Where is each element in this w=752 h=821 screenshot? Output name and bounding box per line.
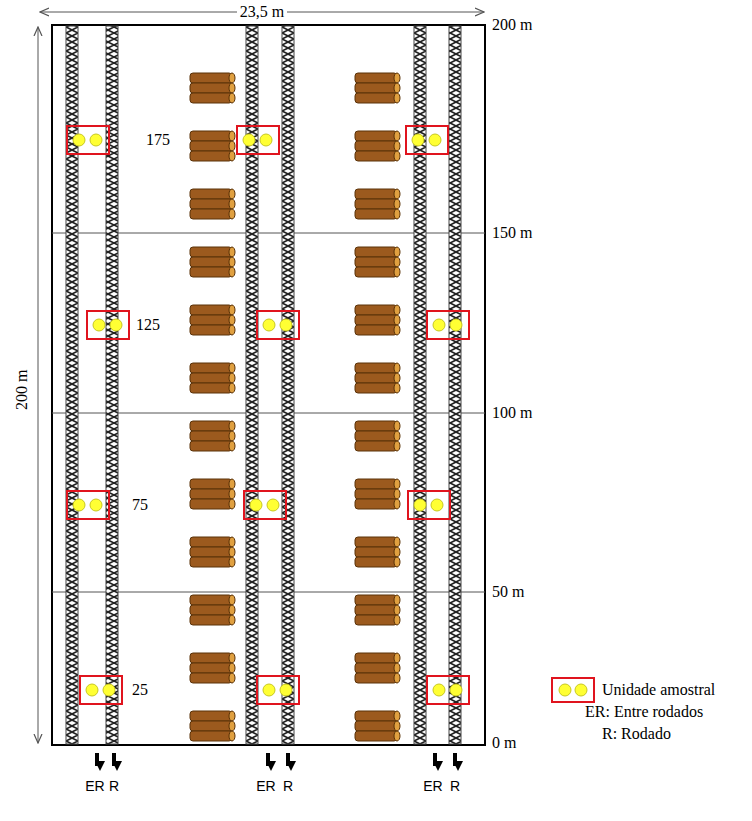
axis-label: 50 m <box>492 583 524 601</box>
log-pile <box>190 73 235 103</box>
log-pile <box>190 363 235 393</box>
legend-text: ER: Entre rodados <box>585 703 703 721</box>
sample-unit <box>257 676 299 704</box>
sample-unit <box>427 311 469 339</box>
section-label: 75 <box>132 496 148 514</box>
down-arrow <box>453 753 457 766</box>
log-pile <box>355 653 400 683</box>
legend-text: Unidade amostral <box>602 681 715 699</box>
log-pile <box>355 479 400 509</box>
log-pile <box>355 711 400 741</box>
tire-track <box>106 26 118 744</box>
log-pile <box>355 537 400 567</box>
tire-track <box>282 26 294 744</box>
log-pile <box>190 131 235 161</box>
sample-unit <box>237 126 279 154</box>
sample-unit <box>244 491 286 519</box>
sample-unit <box>87 311 129 339</box>
log-pile <box>190 711 235 741</box>
tire-track <box>414 26 426 744</box>
log-pile <box>355 247 400 277</box>
dimension-label: 23,5 m <box>237 3 287 21</box>
sample-unit <box>427 676 469 704</box>
position-label: R <box>450 779 460 794</box>
down-arrow <box>266 753 270 766</box>
axis-label: 150 m <box>492 224 532 242</box>
log-pile <box>355 421 400 451</box>
position-label: ER <box>423 779 442 794</box>
legend-sample <box>552 678 594 702</box>
down-arrow <box>433 753 437 766</box>
down-arrow <box>95 753 99 766</box>
log-pile <box>190 537 235 567</box>
log-pile <box>190 305 235 335</box>
log-piles <box>190 73 400 741</box>
field-plot <box>52 25 485 745</box>
length-dimension <box>38 27 39 743</box>
tire-tracks <box>66 26 461 744</box>
log-pile <box>355 189 400 219</box>
down-arrow <box>112 753 116 766</box>
log-pile <box>190 421 235 451</box>
down-arrow <box>286 753 290 766</box>
log-pile <box>190 479 235 509</box>
sample-unit <box>67 126 109 154</box>
dimension-label: 200 m <box>13 367 31 413</box>
position-label: ER <box>256 779 275 794</box>
log-pile <box>355 305 400 335</box>
log-pile <box>355 73 400 103</box>
legend-text: R: Rodado <box>602 725 671 743</box>
axis-label: 0 m <box>492 734 516 752</box>
log-pile <box>355 363 400 393</box>
log-pile <box>355 131 400 161</box>
section-label: 175 <box>146 131 170 149</box>
sample-unit <box>408 491 450 519</box>
log-pile <box>190 595 235 625</box>
log-pile <box>190 189 235 219</box>
sample-unit <box>80 676 122 704</box>
section-label: 25 <box>132 681 148 699</box>
track-arrows <box>97 753 455 766</box>
sample-unit <box>67 491 109 519</box>
position-label: ER <box>85 779 104 794</box>
axis-label: 200 m <box>492 16 532 34</box>
log-pile <box>190 653 235 683</box>
sample-unit <box>406 126 448 154</box>
sample-units <box>67 126 469 704</box>
position-label: R <box>109 779 119 794</box>
sample-unit <box>257 311 299 339</box>
log-pile <box>355 595 400 625</box>
tire-track <box>449 26 461 744</box>
log-pile <box>190 247 235 277</box>
position-label: R <box>283 779 293 794</box>
section-label: 125 <box>136 316 160 334</box>
axis-label: 100 m <box>492 404 532 422</box>
